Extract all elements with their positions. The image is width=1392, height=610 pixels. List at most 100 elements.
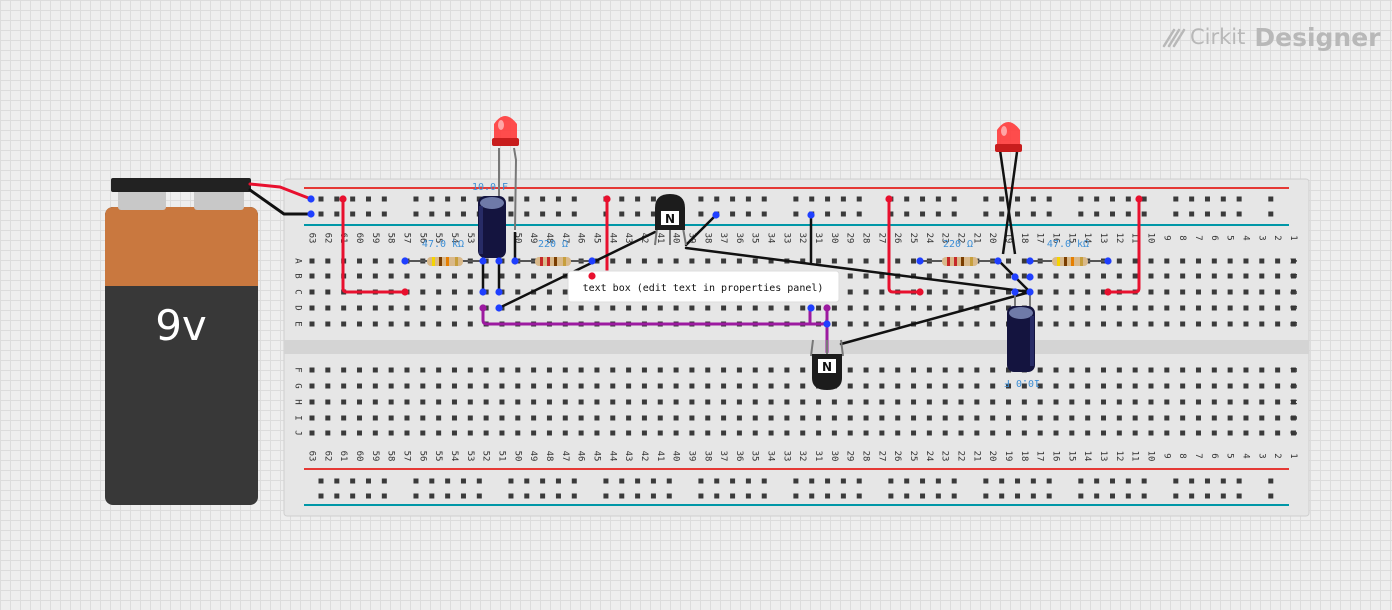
rail-hole[interactable] (698, 493, 704, 499)
breadboard-hole[interactable] (451, 273, 457, 279)
rail-hole[interactable] (1189, 493, 1195, 499)
resistor-left-outer[interactable] (405, 257, 482, 266)
rail-hole[interactable] (1110, 196, 1115, 202)
breadboard-hole[interactable] (1037, 321, 1043, 327)
rail-hole[interactable] (904, 211, 910, 217)
breadboard-hole[interactable] (1180, 273, 1186, 279)
breadboard-hole[interactable] (372, 367, 378, 373)
breadboard-hole[interactable] (895, 367, 901, 373)
breadboard-hole[interactable] (752, 430, 758, 436)
rail-hole[interactable] (508, 493, 514, 499)
breadboard-hole[interactable] (1164, 305, 1170, 311)
breadboard-hole[interactable] (958, 321, 964, 327)
text-box[interactable]: text box (edit text in properties panel) (567, 270, 840, 303)
breadboard-hole[interactable] (768, 430, 774, 436)
breadboard-hole[interactable] (1069, 289, 1075, 295)
breadboard-hole[interactable] (863, 415, 869, 421)
breadboard-hole[interactable] (546, 273, 552, 279)
breadboard-hole[interactable] (974, 399, 980, 405)
breadboard-hole[interactable] (1132, 273, 1138, 279)
breadboard-hole[interactable] (562, 415, 568, 421)
breadboard-hole[interactable] (388, 305, 394, 311)
breadboard-hole[interactable] (1069, 321, 1075, 327)
rail-hole[interactable] (381, 493, 387, 499)
breadboard-hole[interactable] (847, 258, 853, 264)
breadboard-hole[interactable] (562, 367, 568, 373)
rail-hole[interactable] (714, 196, 720, 202)
breadboard-hole[interactable] (1132, 383, 1138, 389)
breadboard-hole[interactable] (594, 415, 600, 421)
breadboard-hole[interactable] (356, 273, 362, 279)
breadboard-hole[interactable] (1085, 321, 1091, 327)
breadboard-hole[interactable] (1180, 258, 1186, 264)
breadboard-hole[interactable] (420, 305, 426, 311)
breadboard-hole[interactable] (1290, 415, 1296, 421)
breadboard-hole[interactable] (1021, 430, 1027, 436)
rail-hole[interactable] (1030, 211, 1036, 217)
breadboard-hole[interactable] (1227, 367, 1233, 373)
breadboard-hole[interactable] (388, 273, 394, 279)
wire-endpoint[interactable] (479, 288, 487, 296)
breadboard-hole[interactable] (546, 289, 552, 295)
breadboard-hole[interactable] (1227, 415, 1233, 421)
breadboard-hole[interactable] (673, 430, 679, 436)
breadboard-hole[interactable] (1243, 258, 1249, 264)
rail-hole[interactable] (508, 196, 514, 202)
breadboard-hole[interactable] (1259, 273, 1265, 279)
breadboard-hole[interactable] (1021, 399, 1027, 405)
breadboard-hole[interactable] (578, 367, 584, 373)
rail-hole[interactable] (460, 211, 466, 217)
rail-hole[interactable] (825, 478, 831, 484)
breadboard-hole[interactable] (1259, 289, 1265, 295)
breadboard-hole[interactable] (594, 399, 600, 405)
breadboard-hole[interactable] (388, 383, 394, 389)
rail-hole[interactable] (603, 478, 609, 484)
rail-hole[interactable] (540, 211, 546, 217)
breadboard-hole[interactable] (1148, 273, 1154, 279)
breadboard-hole[interactable] (942, 305, 948, 311)
breadboard-hole[interactable] (1037, 367, 1043, 373)
breadboard-hole[interactable] (420, 367, 426, 373)
breadboard-hole[interactable] (1211, 289, 1217, 295)
breadboard-hole[interactable] (325, 321, 331, 327)
breadboard-hole[interactable] (1069, 415, 1075, 421)
breadboard-hole[interactable] (309, 305, 315, 311)
breadboard-hole[interactable] (863, 321, 869, 327)
breadboard-hole[interactable] (372, 430, 378, 436)
rail-hole[interactable] (920, 196, 926, 202)
rail-hole[interactable] (888, 493, 894, 499)
breadboard-hole[interactable] (1275, 273, 1281, 279)
rail-hole[interactable] (904, 493, 910, 499)
breadboard-hole[interactable] (942, 273, 948, 279)
rail-hole[interactable] (793, 211, 799, 217)
breadboard-hole[interactable] (1164, 430, 1170, 436)
rail-hole[interactable] (1125, 211, 1131, 217)
breadboard-hole[interactable] (1195, 415, 1201, 421)
breadboard-hole[interactable] (990, 415, 996, 421)
breadboard-hole[interactable] (926, 415, 932, 421)
breadboard-hole[interactable] (863, 305, 869, 311)
rail-hole[interactable] (350, 211, 356, 217)
breadboard-hole[interactable] (610, 430, 616, 436)
rail-hole[interactable] (793, 478, 799, 484)
rail-hole[interactable] (540, 196, 546, 202)
breadboard-hole[interactable] (1180, 399, 1186, 405)
breadboard-hole[interactable] (1290, 399, 1296, 405)
breadboard-hole[interactable] (752, 399, 758, 405)
breadboard-hole[interactable] (451, 305, 457, 311)
breadboard-hole[interactable] (641, 258, 647, 264)
breadboard-hole[interactable] (1085, 399, 1091, 405)
transistor-bottom[interactable]: N (810, 339, 844, 390)
breadboard-hole[interactable] (1069, 399, 1075, 405)
breadboard-hole[interactable] (1275, 289, 1281, 295)
breadboard-hole[interactable] (942, 415, 948, 421)
battery-black-lead[interactable] (248, 188, 313, 216)
rail-hole[interactable] (365, 493, 371, 499)
breadboard-hole[interactable] (990, 383, 996, 389)
capacitor-right[interactable] (1007, 293, 1035, 372)
wire-endpoint[interactable] (1104, 288, 1112, 296)
rail-hole[interactable] (1078, 493, 1084, 499)
rail-hole[interactable] (1094, 493, 1100, 499)
rail-hole[interactable] (840, 196, 846, 202)
breadboard-hole[interactable] (926, 383, 932, 389)
